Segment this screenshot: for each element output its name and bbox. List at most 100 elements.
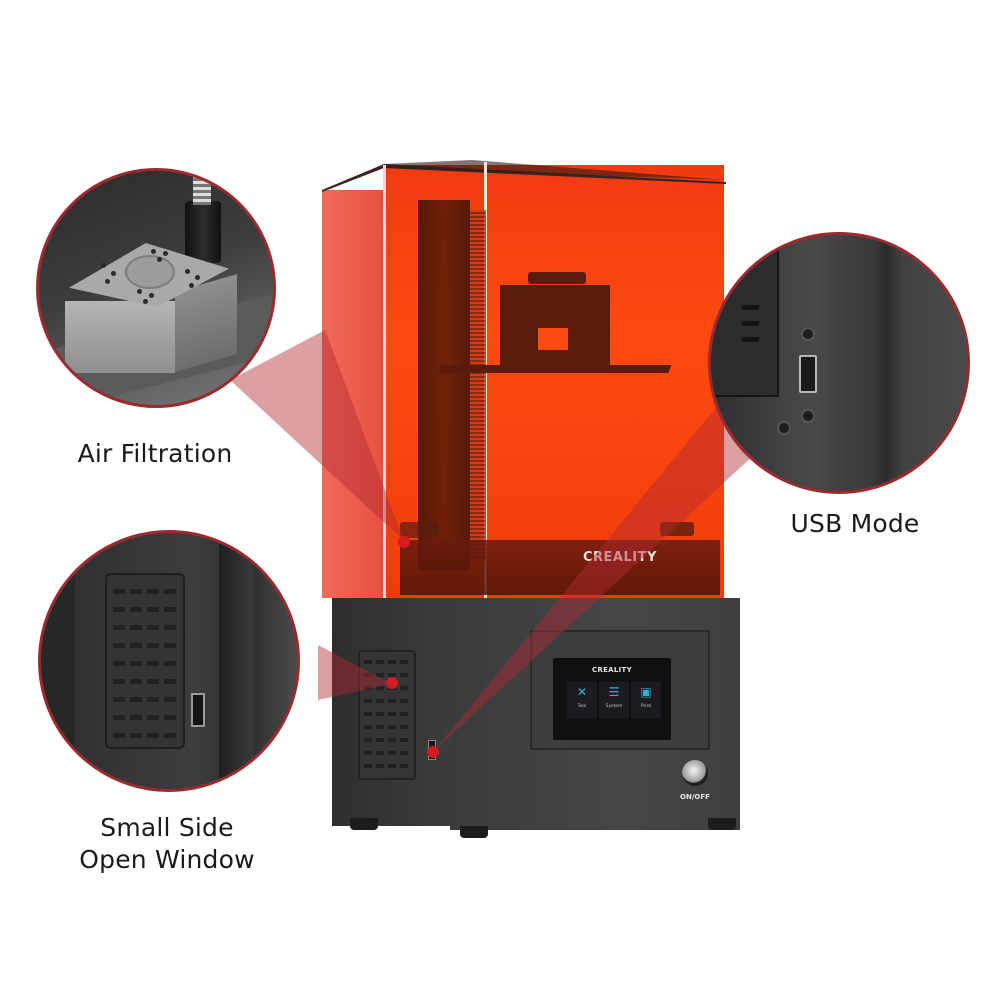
screen-tile-tool[interactable]: ✕ Tool xyxy=(567,682,597,718)
panel-edge xyxy=(41,533,75,789)
vent-slot xyxy=(164,661,176,666)
callout-label-air-filtration: Air Filtration xyxy=(77,439,233,468)
side-vent-window[interactable] xyxy=(358,650,416,780)
vent-slot xyxy=(364,725,372,729)
touch-screen[interactable]: CREALITY ✕ Tool ☰ System ▣ Print xyxy=(553,658,671,740)
vent-slot xyxy=(164,679,176,684)
vent-slot xyxy=(130,733,142,738)
callout-label-line1: Small Side xyxy=(100,813,234,842)
usb-port[interactable] xyxy=(799,355,817,393)
vent-slot xyxy=(376,738,384,742)
vent-slot xyxy=(400,712,408,716)
vent-slot xyxy=(388,699,396,703)
vent-slot xyxy=(376,725,384,729)
screw-hole xyxy=(801,327,815,341)
fan-hub xyxy=(125,255,175,289)
vent-slot xyxy=(113,679,125,684)
callout-dot-usb xyxy=(427,746,439,758)
lead-screw xyxy=(470,210,486,560)
vent-slot xyxy=(364,699,372,703)
vent-slot xyxy=(130,661,142,666)
vent-slot xyxy=(113,697,125,702)
vent-slot xyxy=(364,673,372,677)
vent-slot xyxy=(164,589,176,594)
vent-slot xyxy=(113,733,125,738)
vent-slot xyxy=(147,607,159,612)
callout-circle-usb-mode xyxy=(708,232,970,494)
vent-slot xyxy=(130,643,142,648)
vent-slot xyxy=(388,673,396,677)
vent-slot xyxy=(376,751,384,755)
uv-cover-side xyxy=(322,190,384,598)
vent-slot xyxy=(388,738,396,742)
lead-screw-detail xyxy=(193,175,211,205)
filter-box-front xyxy=(65,301,175,373)
usb-port[interactable] xyxy=(191,693,205,727)
vent-slot xyxy=(164,625,176,630)
screen-tile-system[interactable]: ☰ System xyxy=(599,682,629,718)
tool-icon: ✕ xyxy=(576,685,588,699)
cover-edge-highlight xyxy=(383,165,386,600)
vat-knob-right xyxy=(660,522,694,536)
vent-window-panel[interactable] xyxy=(105,573,185,749)
callout-dot-air-filtration xyxy=(398,536,410,548)
screen-tile-label: Print xyxy=(640,704,652,709)
vent-slot xyxy=(364,751,372,755)
screen-brand-logo: CREALITY xyxy=(591,666,633,674)
foot xyxy=(708,818,736,830)
screw-hole xyxy=(777,421,791,435)
vent-slot xyxy=(164,733,176,738)
vent-slot xyxy=(147,661,159,666)
vent-slot xyxy=(130,589,142,594)
vent-slot xyxy=(364,712,372,716)
callout-circle-air-filtration xyxy=(36,168,276,408)
vent-slot xyxy=(130,715,142,720)
vent-slot xyxy=(130,679,142,684)
platform-knob xyxy=(528,272,586,284)
side-vent-cover xyxy=(711,235,779,397)
callout-label-side-window: Small Side Open Window xyxy=(62,812,272,876)
vent-slot xyxy=(364,738,372,742)
vent-slot xyxy=(400,764,408,768)
chassis-corner xyxy=(219,533,253,789)
vent-slot xyxy=(400,738,408,742)
uv-cover-top xyxy=(322,160,726,192)
vent-slot xyxy=(400,673,408,677)
vent-slot xyxy=(130,625,142,630)
build-platform xyxy=(438,365,672,373)
vent-slot xyxy=(113,643,125,648)
screen-tile-label: System xyxy=(605,704,623,709)
vent-slot xyxy=(164,697,176,702)
vent-slot xyxy=(400,686,408,690)
screen-tile-print[interactable]: ▣ Print xyxy=(631,682,661,718)
vent-slot xyxy=(364,764,372,768)
vent-slot xyxy=(147,625,159,630)
chassis-edge xyxy=(871,235,901,491)
z-axis-rail xyxy=(418,200,470,570)
vent-slot xyxy=(376,712,384,716)
vent-slot xyxy=(364,660,372,664)
power-button[interactable] xyxy=(682,760,708,786)
vent-slot xyxy=(388,725,396,729)
vent-slot xyxy=(130,607,142,612)
screen-tile-label: Tool xyxy=(577,704,587,709)
foot xyxy=(460,826,488,838)
vent-slot xyxy=(400,699,408,703)
vent-slot xyxy=(164,643,176,648)
vent-slot xyxy=(113,715,125,720)
system-icon: ☰ xyxy=(608,685,620,699)
vent-slot xyxy=(113,625,125,630)
screw-hole xyxy=(801,409,815,423)
vent-slot xyxy=(741,305,759,310)
vent-slot xyxy=(388,660,396,664)
vent-slot xyxy=(113,607,125,612)
vent-slot xyxy=(147,733,159,738)
callout-dot-side-window xyxy=(386,677,398,689)
foot xyxy=(350,818,378,830)
vent-slot xyxy=(400,725,408,729)
power-label: ON/OFF xyxy=(680,793,710,801)
cover-brand-logo: CREALITY xyxy=(583,550,657,565)
vent-slot xyxy=(147,589,159,594)
vent-slot xyxy=(130,697,142,702)
vent-slot xyxy=(113,661,125,666)
